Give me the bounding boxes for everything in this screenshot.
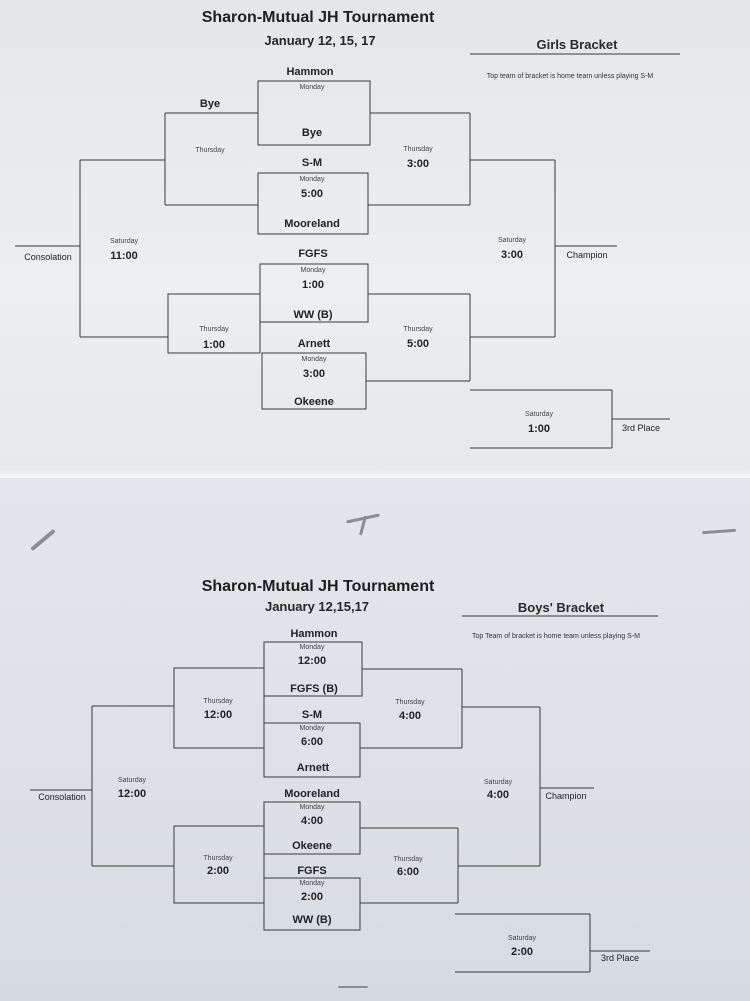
- girls-monday-4-day: Monday: [301, 356, 327, 363]
- boys-monday-3-day: Monday: [299, 804, 325, 811]
- girls-win-thursday-2-day: Thursday: [403, 326, 433, 333]
- girls-win-thursday-2-time: 5:00: [406, 338, 430, 350]
- boys-cons-thursday-2-time: 2:00: [206, 865, 230, 877]
- girls-bracket-lines: [15, 53, 680, 449]
- boys-team-okeene: Okeene: [292, 840, 332, 852]
- girls-cons-saturday-day: Saturday: [109, 238, 139, 245]
- girls-monday-2-time: 5:00: [300, 188, 324, 200]
- pin-mark-bottom: [338, 986, 368, 988]
- boys-monday-4-day: Monday: [299, 880, 325, 887]
- boys-bracket-sheet: Sharon-Mutual JH Tournament January 12,1…: [0, 478, 750, 1001]
- boys-cons-thursday-1-time: 12:00: [203, 709, 233, 721]
- boys-team-fgfs: FGFS: [297, 865, 327, 877]
- girls-monday-2-day: Monday: [299, 176, 325, 183]
- boys-win-thursday-1-day: Thursday: [395, 699, 425, 706]
- girls-team-fgfs: FGFS: [298, 248, 328, 260]
- boys-tournament-dates: January 12,15,17: [264, 599, 370, 614]
- girls-third-saturday-day: Saturday: [524, 411, 554, 418]
- boys-home-team-note: Top Team of bracket is home team unless …: [472, 633, 640, 640]
- boys-team-mooreland: Mooreland: [284, 788, 340, 800]
- girls-cons-saturday-time: 11:00: [110, 250, 138, 262]
- boys-team-fgfs-b: FGFS (B): [290, 683, 338, 695]
- boys-cons-saturday-day: Saturday: [117, 777, 147, 784]
- boys-win-thursday-2-time: 6:00: [396, 866, 420, 878]
- boys-team-ww-b: WW (B): [292, 914, 332, 926]
- girls-team-okeene: Okeene: [294, 396, 334, 408]
- girls-champion-label: Champion: [566, 250, 608, 260]
- girls-team-bye-2: Bye: [301, 127, 323, 139]
- boys-bracket-lines: [30, 615, 658, 973]
- girls-team-ww-b: WW (B): [293, 309, 333, 321]
- boys-champ-saturday-time: 4:00: [486, 789, 510, 801]
- boys-bracket-title: Boys' Bracket: [517, 600, 605, 615]
- girls-team-mooreland: Mooreland: [284, 218, 340, 230]
- boys-cons-thursday-2-day: Thursday: [203, 855, 233, 862]
- girls-win-thursday-1-day: Thursday: [403, 146, 433, 153]
- girls-champ-saturday-day: Saturday: [497, 237, 527, 244]
- boys-monday-2-day: Monday: [299, 725, 325, 732]
- boys-third-saturday-time: 2:00: [510, 946, 534, 958]
- girls-team-arnett: Arnett: [297, 338, 331, 350]
- girls-home-team-note: Top team of bracket is home team unless …: [486, 73, 654, 80]
- boys-third-place-label: 3rd Place: [600, 953, 640, 963]
- girls-monday-3-day: Monday: [300, 267, 326, 274]
- boys-third-saturday-day: Saturday: [507, 935, 537, 942]
- girls-win-thursday-1-time: 3:00: [406, 158, 430, 170]
- girls-cons-thursday-2-time: 1:00: [202, 339, 226, 351]
- boys-win-thursday-2-day: Thursday: [393, 856, 423, 863]
- girls-team-bye-1: Bye: [199, 98, 221, 110]
- girls-bracket-sheet: Sharon-Mutual JH Tournament January 12, …: [0, 0, 750, 478]
- girls-cons-thursday-1-day: Thursday: [195, 147, 225, 154]
- girls-champ-saturday-time: 3:00: [500, 249, 524, 261]
- boys-monday-3-time: 4:00: [300, 815, 324, 827]
- girls-consolation-label: Consolation: [24, 252, 72, 262]
- girls-third-saturday-time: 1:00: [527, 423, 551, 435]
- girls-monday-1-day: Monday: [299, 84, 325, 91]
- girls-tournament-title: Sharon-Mutual JH Tournament: [201, 9, 435, 26]
- girls-third-place-label: 3rd Place: [621, 423, 661, 433]
- boys-monday-1-day: Monday: [299, 644, 325, 651]
- girls-team-hammon: Hammon: [286, 66, 334, 78]
- boys-monday-2-time: 6:00: [300, 736, 324, 748]
- girls-team-sm: S-M: [301, 157, 323, 169]
- boys-monday-1-time: 12:00: [297, 655, 327, 667]
- girls-tournament-dates: January 12, 15, 17: [264, 33, 376, 48]
- boys-champion-label: Champion: [545, 791, 587, 801]
- girls-monday-4-time: 3:00: [302, 368, 326, 380]
- boys-monday-4-time: 2:00: [300, 891, 324, 903]
- boys-team-sm: S-M: [301, 709, 323, 721]
- boys-win-thursday-1-time: 4:00: [398, 710, 422, 722]
- girls-monday-3-time: 1:00: [301, 279, 325, 291]
- boys-tournament-title: Sharon-Mutual JH Tournament: [201, 578, 435, 595]
- girls-cons-thursday-2-day: Thursday: [199, 326, 229, 333]
- boys-team-hammon: Hammon: [290, 628, 338, 640]
- boys-champ-saturday-day: Saturday: [483, 779, 513, 786]
- boys-consolation-label: Consolation: [38, 792, 86, 802]
- boys-cons-thursday-1-day: Thursday: [203, 698, 233, 705]
- boys-cons-saturday-time: 12:00: [117, 788, 147, 800]
- girls-bracket-title: Girls Bracket: [536, 37, 618, 52]
- boys-team-arnett: Arnett: [296, 762, 330, 774]
